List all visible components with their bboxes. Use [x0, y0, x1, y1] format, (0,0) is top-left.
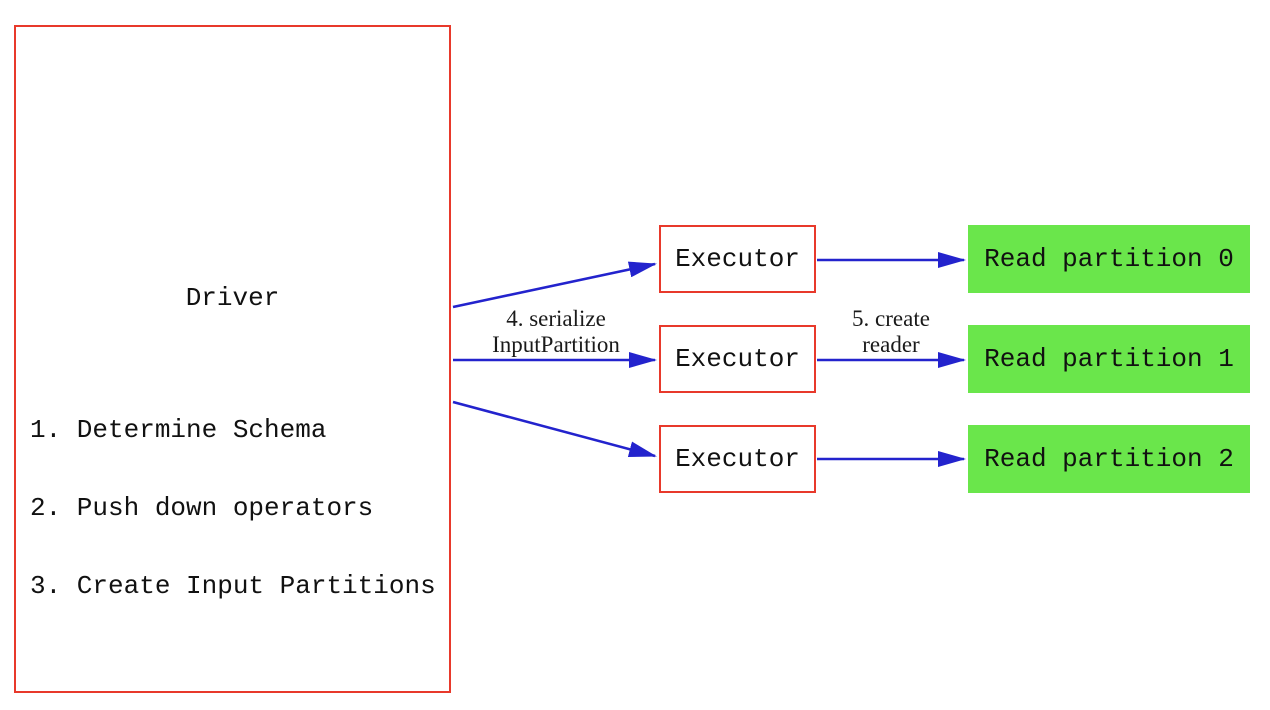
- executor-box-2: Executor: [659, 425, 816, 493]
- read-partition-box-0: Read partition 0: [968, 225, 1250, 293]
- edge-label-serialize-line2: InputPartition: [492, 332, 620, 357]
- edge-label-serialize-line1: 4. serialize: [506, 306, 606, 331]
- driver-step-2: 2. Push down operators: [30, 493, 374, 523]
- driver-steps: 1. Determine Schema 2. Push down operato…: [30, 365, 436, 651]
- driver-step-3: 3. Create Input Partitions: [30, 571, 436, 601]
- arrow-driver-to-executor-0: [452, 261, 657, 309]
- executor-box-1: Executor: [659, 325, 816, 393]
- arrow-driver-to-executor-2: [452, 400, 657, 458]
- driver-title: Driver: [185, 283, 280, 313]
- edge-label-create-reader: 5. create reader: [781, 306, 1001, 358]
- edge-label-reader-line1: 5. create: [852, 306, 930, 331]
- edge-label-serialize-inputpartition: 4. serialize InputPartition: [446, 306, 666, 358]
- executor-box-0: Executor: [659, 225, 816, 293]
- driver-step-1: 1. Determine Schema: [30, 415, 327, 445]
- edge-label-reader-line2: reader: [862, 332, 920, 357]
- read-partition-box-1: Read partition 1: [968, 325, 1250, 393]
- read-partition-box-2: Read partition 2: [968, 425, 1250, 493]
- driver-box: Driver 1. Determine Schema 2. Push down …: [14, 25, 451, 693]
